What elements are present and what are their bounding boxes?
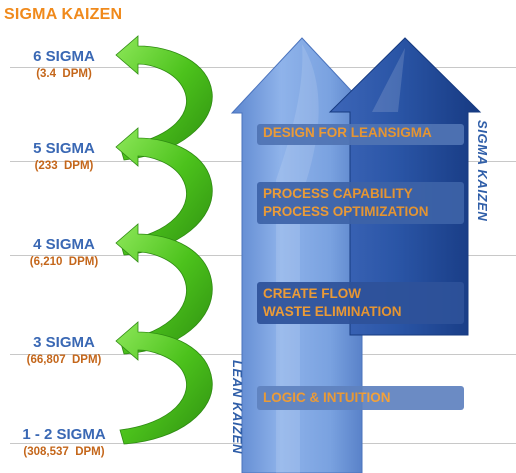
curve-arrow-3-to-4 [115, 223, 213, 355]
level-name: 4 SIGMA [33, 236, 95, 253]
sigma-kaizen-label: SIGMA KAIZEN [475, 120, 490, 222]
lean-arrow-highlight [276, 44, 319, 473]
green-curve-arrows [115, 35, 213, 445]
curve-arrow-5-to-6 [115, 35, 213, 161]
level-1-2-sigma: 1 - 2 SIGMA (308,537 DPM) [0, 427, 128, 459]
step-process-capability: PROCESS CAPABILITY PROCESS OPTIMIZATION [257, 182, 464, 224]
level-name: 5 SIGMA [33, 140, 95, 157]
lean-kaizen-arrow [230, 37, 374, 473]
level-6-sigma: 6 SIGMA (3.4 DPM) [0, 49, 128, 81]
step-design-for-leansigma: DESIGN FOR LEANSIGMA [257, 124, 464, 145]
curve-arrow-1-2-to-3 [115, 321, 213, 445]
level-dpm: (233 DPM) [34, 160, 94, 172]
step-text: LOGIC & INTUITION [263, 390, 391, 405]
step-logic-intuition: LOGIC & INTUITION [257, 386, 464, 410]
lean-kaizen-label: LEAN KAIZEN [230, 360, 245, 454]
level-name: 3 SIGMA [33, 334, 95, 351]
curve-arrow-4-to-5 [115, 127, 213, 256]
level-4-sigma: 4 SIGMA (6,210 DPM) [0, 237, 128, 269]
level-dpm: (3.4 DPM) [36, 68, 92, 80]
sigma-arrow-shine [372, 48, 405, 112]
page-title: SIGMA KAIZEN [4, 6, 123, 23]
level-3-sigma: 3 SIGMA (66,807 DPM) [0, 335, 128, 367]
step-text: CREATE FLOW [263, 286, 361, 301]
step-create-flow: CREATE FLOW WASTE ELIMINATION [257, 282, 464, 324]
level-name: 6 SIGMA [33, 48, 95, 65]
level-dpm: (66,807 DPM) [26, 354, 102, 366]
level-dpm: (6,210 DPM) [29, 256, 99, 268]
step-text: PROCESS CAPABILITY [263, 186, 413, 201]
level-5-sigma: 5 SIGMA (233 DPM) [0, 141, 128, 173]
level-line-6 [10, 67, 516, 68]
step-text: WASTE ELIMINATION [263, 304, 402, 319]
step-text: DESIGN FOR LEANSIGMA [263, 125, 432, 140]
level-dpm: (308,537 DPM) [23, 446, 105, 458]
step-text: PROCESS OPTIMIZATION [263, 204, 429, 219]
level-name: 1 - 2 SIGMA [22, 426, 106, 443]
